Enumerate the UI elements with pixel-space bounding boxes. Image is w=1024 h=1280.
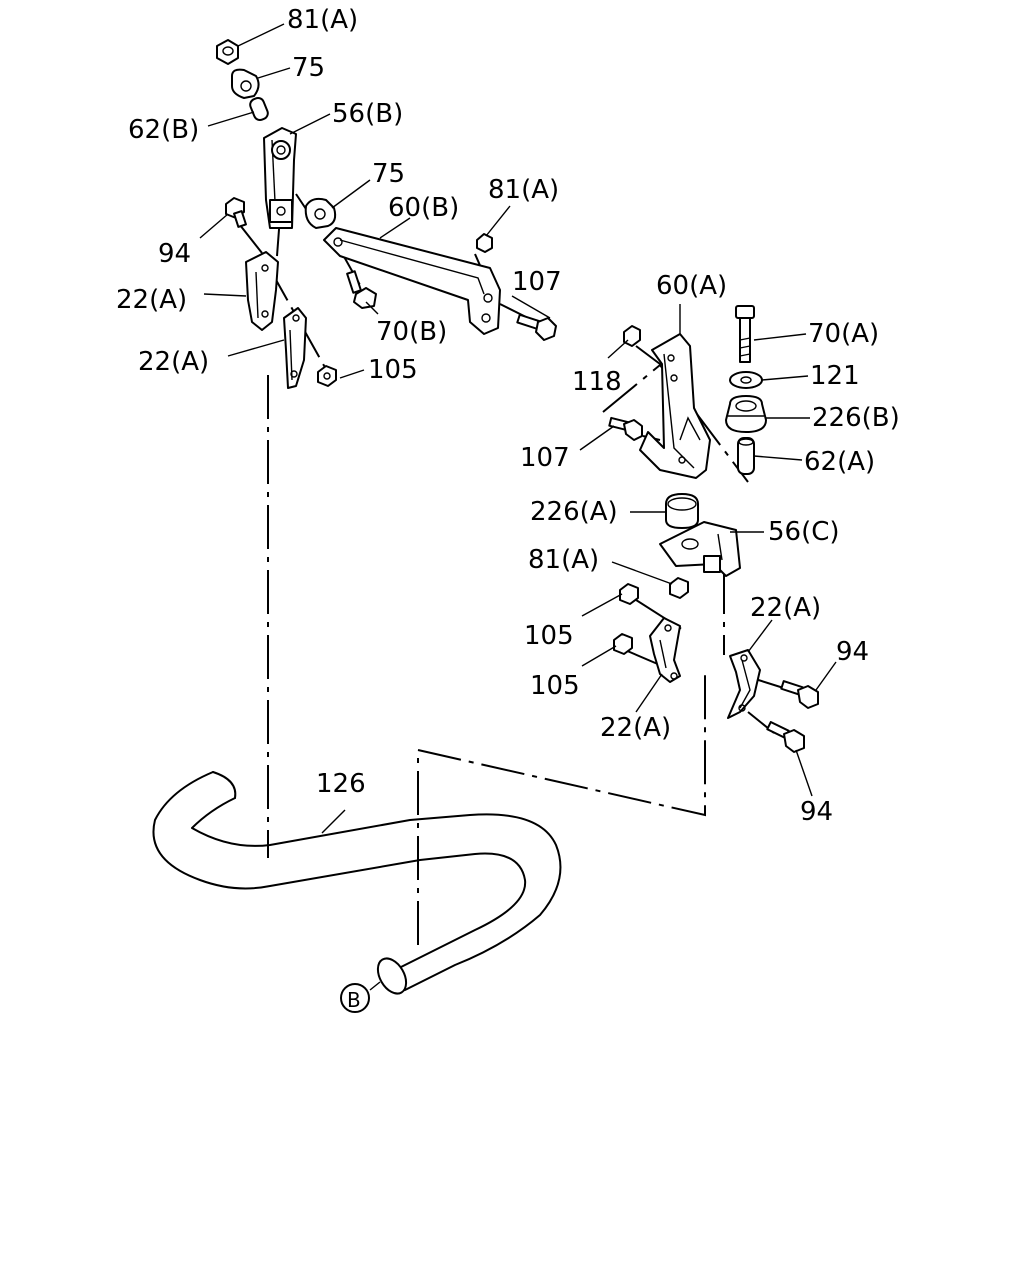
bracket-60b — [323, 227, 501, 335]
label-56b: 56(B) — [332, 99, 403, 129]
label-226a: 226(A) — [530, 497, 618, 527]
label-107-lower: 107 — [520, 443, 570, 473]
label-94-right-lower: 94 — [800, 797, 833, 827]
label-226b: 226(B) — [812, 403, 900, 433]
label-62b: 62(B) — [128, 115, 199, 145]
bolt-94-left — [225, 197, 247, 228]
clamp-22a-right-lower — [649, 617, 681, 683]
label-22a-right-lower: 22(A) — [600, 713, 671, 743]
callout-labels: 81(A) 75 62(B) 56(B) 75 60(B) 81(A) 94 1… — [116, 5, 900, 1012]
label-22a-left-lower: 22(A) — [138, 347, 209, 377]
clamp-22a-right-upper — [727, 649, 761, 719]
nut-105-left — [317, 365, 337, 387]
bracket-60a — [639, 333, 711, 479]
label-118: 118 — [572, 367, 622, 397]
bolt-107-right — [516, 313, 557, 341]
nut-81a-mid — [476, 233, 493, 253]
label-62a: 62(A) — [804, 447, 875, 477]
label-22a-left-upper: 22(A) — [116, 285, 187, 315]
bushing-226b — [725, 395, 767, 433]
bolt-94-right-lower — [766, 721, 805, 753]
nut-105-upper — [619, 583, 639, 605]
label-105-left: 105 — [368, 355, 418, 385]
label-75-mid: 75 — [372, 159, 405, 189]
bracket-56c — [659, 521, 741, 577]
label-60b: 60(B) — [388, 193, 459, 223]
clamp-22a-left-lower — [283, 307, 307, 389]
upper-link-assembly — [216, 39, 337, 389]
stabilizer-bar-126 — [152, 771, 562, 995]
collar-62b — [249, 96, 269, 122]
label-22a-right-upper: 22(A) — [750, 593, 821, 623]
label-60a: 60(A) — [656, 271, 727, 301]
label-94-left: 94 — [158, 239, 191, 269]
label-121: 121 — [810, 361, 860, 391]
bolt-107-lower — [608, 416, 643, 441]
washer-121 — [729, 371, 763, 389]
bracket-56b — [263, 127, 297, 229]
label-70a: 70(A) — [808, 319, 879, 349]
nut-81a-top — [216, 39, 239, 65]
bolt-70a — [735, 305, 755, 363]
nut-81a-lower — [669, 577, 689, 599]
label-126: 126 — [316, 769, 366, 799]
bar-end-cap — [376, 957, 408, 995]
label-81a-mid: 81(A) — [488, 175, 559, 205]
bushing-75-mid — [304, 197, 337, 229]
connector-b-marker — [340, 983, 370, 1013]
label-105-upper: 105 — [524, 621, 574, 651]
label-56c: 56(C) — [768, 517, 840, 547]
bushing-226a — [665, 493, 699, 529]
label-81a-top: 81(A) — [287, 5, 358, 35]
label-107-right: 107 — [512, 267, 562, 297]
bolt-94-right-upper — [780, 680, 819, 709]
bushing-75-top — [231, 68, 260, 99]
nut-105-lower — [613, 633, 633, 655]
leader-lines — [199, 23, 837, 991]
label-105-lower: 105 — [530, 671, 580, 701]
label-81a-lower: 81(A) — [528, 545, 599, 575]
bolt-70b — [346, 270, 377, 309]
nut-118 — [623, 325, 641, 347]
label-connector-b: B — [347, 988, 361, 1012]
collar-62a — [737, 437, 755, 475]
label-94-right-upper: 94 — [836, 637, 869, 667]
clamp-22a-left-upper — [245, 251, 279, 331]
label-75-top: 75 — [292, 53, 325, 83]
label-70b: 70(B) — [376, 317, 447, 347]
